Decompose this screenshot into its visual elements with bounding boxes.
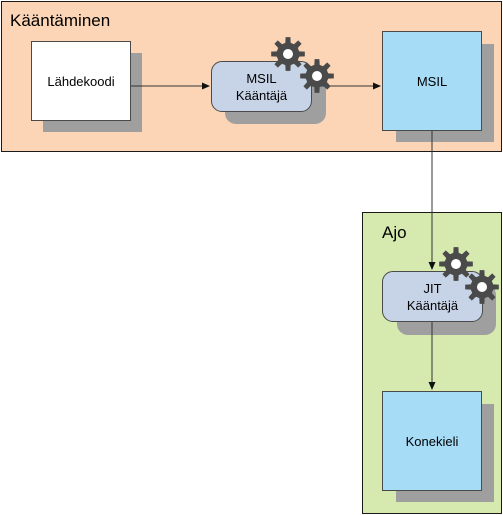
msil-node-label: MSIL xyxy=(416,73,448,89)
source-node-label: Lähdekoodi xyxy=(47,73,115,89)
compile-group-title: Kääntäminen xyxy=(10,11,111,30)
gear-icon xyxy=(439,247,473,281)
gear-hub xyxy=(477,282,487,292)
machine-code-node: Konekieli xyxy=(382,391,482,491)
msil-compiler-label: MSIL Kääntäjä xyxy=(236,70,287,104)
gear-icon xyxy=(271,37,305,71)
msil-compiler-label-line2: Kääntäjä xyxy=(235,87,288,103)
gear-hub xyxy=(283,49,293,59)
jit-compiler-label-line1: JIT xyxy=(423,280,442,296)
jit-compiler-label: JIT Kääntäjä xyxy=(407,280,458,314)
machine-code-label: Konekieli xyxy=(405,433,459,449)
gear-icon xyxy=(300,59,334,93)
gear-hub xyxy=(312,71,322,81)
gear-icon xyxy=(465,270,499,304)
msil-compiler-gear-icon xyxy=(271,37,334,93)
jit-compiler-node: JIT Kääntäjä xyxy=(382,271,483,322)
source-node: Lähdekoodi xyxy=(31,41,131,121)
msil-compiler-node: MSIL Kääntäjä xyxy=(211,61,312,112)
msil-node: MSIL xyxy=(382,31,482,131)
run-group-title: Ajo xyxy=(382,223,407,242)
jit-compiler-gear-icon xyxy=(439,247,499,304)
msil-compiler-label-line1: MSIL xyxy=(246,70,277,86)
gear-hub xyxy=(451,259,461,269)
jit-compiler-label-line2: Kääntäjä xyxy=(406,297,459,313)
